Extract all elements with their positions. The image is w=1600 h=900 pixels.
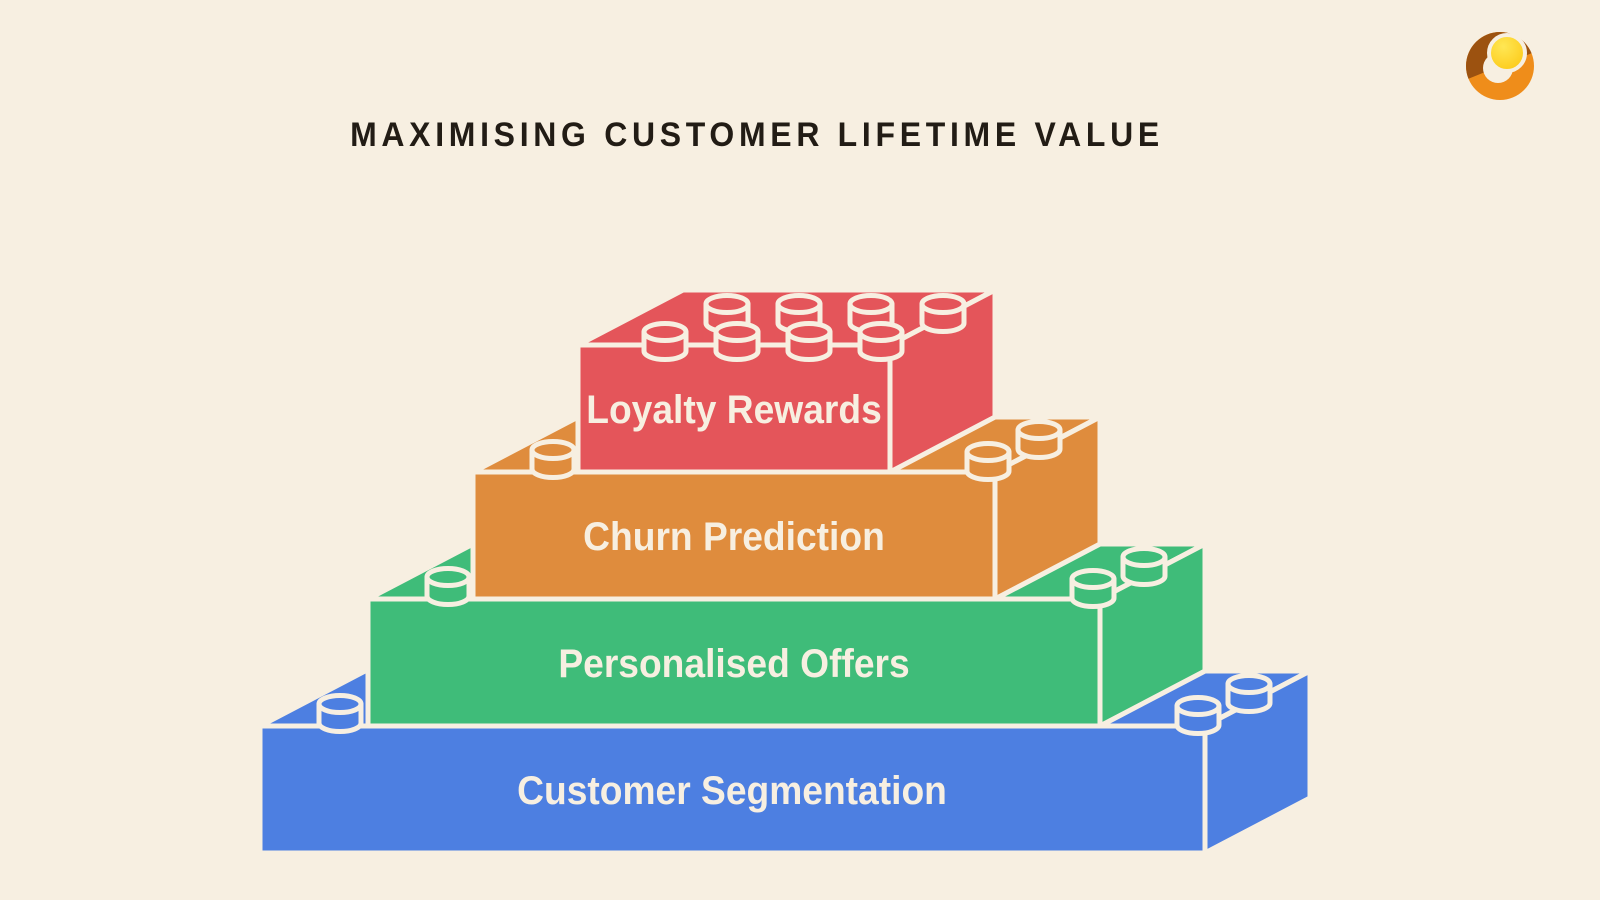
- stud-top: [1069, 568, 1117, 590]
- lego-stud-icon: [1015, 419, 1063, 460]
- stud-top: [1225, 673, 1273, 695]
- stud-top: [713, 321, 761, 343]
- lego-stud-icon: [529, 439, 577, 480]
- stud-top: [1174, 695, 1222, 717]
- stud-top: [1120, 546, 1168, 568]
- lego-stud-icon: [1174, 695, 1222, 736]
- lego-stud-icon: [424, 566, 472, 607]
- lego-stud-icon: [785, 321, 833, 362]
- brick-label: Customer Segmentation: [517, 769, 947, 814]
- stud-top: [785, 321, 833, 343]
- stud-top: [857, 321, 905, 343]
- lego-stud-icon: [857, 321, 905, 362]
- brand-logo-icon: [1466, 32, 1534, 100]
- stud-top: [1015, 419, 1063, 441]
- stud-top: [529, 439, 577, 461]
- lego-stud-icon: [919, 293, 967, 334]
- lego-stud-icon: [1120, 546, 1168, 587]
- lego-stud-icon: [1069, 568, 1117, 609]
- lego-stud-icon: [964, 441, 1012, 482]
- lego-stud-icon: [1225, 673, 1273, 714]
- stud-top: [775, 293, 823, 315]
- stud-top: [703, 293, 751, 315]
- page-title: MAXIMISING CUSTOMER LIFETIME VALUE: [350, 116, 1164, 154]
- stud-top: [847, 293, 895, 315]
- brick-loyalty-rewards: Loyalty Rewards: [575, 287, 998, 475]
- stud-top: [919, 293, 967, 315]
- stud-top: [424, 566, 472, 588]
- brick-churn-prediction: Churn Prediction: [470, 414, 1103, 602]
- brick-label: Churn Prediction: [583, 515, 885, 560]
- lego-stud-icon: [641, 321, 689, 362]
- logo-ball: [1487, 33, 1527, 73]
- stud-top: [964, 441, 1012, 463]
- brick-label: Loyalty Rewards: [586, 388, 882, 433]
- lego-stud-icon: [713, 321, 761, 362]
- stud-top: [641, 321, 689, 343]
- lego-stud-icon: [316, 693, 364, 734]
- brick-label: Personalised Offers: [558, 642, 909, 687]
- stud-top: [316, 693, 364, 715]
